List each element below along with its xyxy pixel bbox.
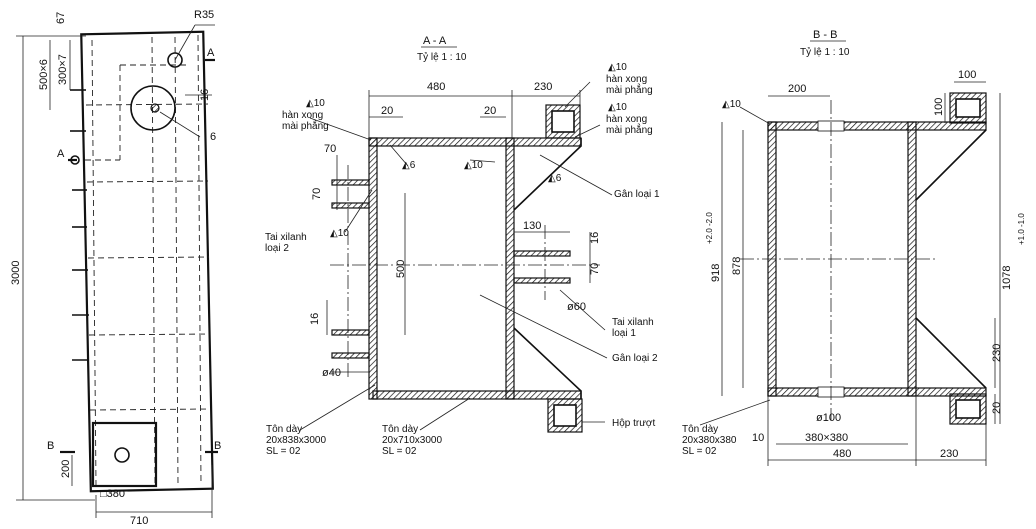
label-tai-xilanh-2: Tai xilanh	[265, 232, 307, 243]
note-han-xong-1: hàn xong	[606, 74, 647, 85]
dim-16-left: 16	[309, 313, 321, 325]
note-mai-phang-3: mài phẳng	[282, 119, 329, 132]
label-hop-truot: Hộp trượt	[612, 418, 655, 429]
left-elevation-view: 67 R35 500×6 300×7 16 6 3000 200 □380 71…	[10, 9, 221, 527]
section-b-left: B	[47, 440, 54, 452]
dim-918: 918	[710, 264, 722, 282]
plate1-qty: SL = 02	[266, 446, 301, 457]
dim-500: 500	[395, 260, 407, 278]
dim-phi40: ø40	[322, 367, 341, 379]
dim-3000: 3000	[10, 261, 22, 285]
dim-20: 20	[991, 402, 1003, 414]
dim-70-top: 70	[324, 143, 336, 155]
weld-symbol-6-left: ◭6	[402, 160, 416, 171]
weld-symbol-tr2: ◭10	[608, 102, 627, 113]
note-han-xong-3: hàn xong	[282, 110, 323, 121]
dim-710: 710	[130, 515, 148, 527]
dim-878: 878	[731, 257, 743, 275]
dim-380x380: 380×380	[805, 432, 848, 444]
plate1-size: 20x838x3000	[266, 435, 326, 446]
dim-70-right: 70	[589, 263, 601, 275]
section-a-top: A	[207, 47, 215, 59]
section-aa-view: A - A Tỷ lệ 1 : 10	[265, 35, 660, 457]
dim-67: 67	[55, 12, 67, 24]
dim-20-right: 20	[484, 105, 496, 117]
section-aa-title: A - A	[423, 35, 447, 47]
label-loai-2: loại 2	[265, 243, 289, 254]
dim-16-right: 16	[589, 232, 601, 244]
dim-phi60: ø60	[567, 301, 586, 313]
dim-130: 130	[523, 220, 541, 232]
dim-sq380: □380	[100, 488, 125, 500]
dim-200: 200	[60, 460, 72, 478]
plate3-size: 20x380x380	[682, 435, 737, 446]
section-bb-view: B - B Tỷ lệ 1 : 10 100 200	[682, 29, 1026, 466]
weld-6: 6	[210, 131, 216, 143]
dim-200: 200	[788, 83, 806, 95]
tol-1078: +1.0 -1.0	[1017, 213, 1026, 245]
tol-918: +2.0 -2.0	[705, 212, 714, 244]
dim-phi100: ø100	[816, 412, 841, 424]
plate2-name: Tôn dày	[382, 424, 418, 435]
section-bb-title: B - B	[813, 29, 837, 41]
dim-230-right: 230	[991, 344, 1003, 362]
section-aa-scale: Tỷ lệ 1 : 10	[417, 51, 467, 63]
dim-70-side: 70	[311, 188, 323, 200]
dim-r35: R35	[194, 9, 214, 21]
label-gan-loai-1: Gân loại 1	[614, 189, 660, 200]
dim-480: 480	[427, 81, 445, 93]
weld-symbol-tr1: ◭10	[608, 62, 627, 73]
weld-symbol-6-right: ◭6	[548, 173, 562, 184]
dim-100-side: 100	[933, 98, 945, 116]
label-loai-1: loại 1	[612, 328, 636, 339]
weld-symbol-bb: ◭10	[722, 99, 741, 110]
base-plate	[91, 421, 158, 488]
dim-20-left: 20	[381, 105, 393, 117]
section-a-left: A	[57, 148, 65, 160]
plate3-name: Tôn dày	[682, 424, 718, 435]
note-han-xong-2: hàn xong	[606, 114, 647, 125]
dim-300x7: 300×7	[57, 54, 69, 85]
dim-230: 230	[534, 81, 552, 93]
plate1-name: Tôn dày	[266, 424, 302, 435]
dim-480-bb: 480	[833, 448, 851, 460]
plate3-qty: SL = 02	[682, 446, 717, 457]
note-mai-phang-1: mài phẳng	[606, 83, 653, 96]
dim-10: 10	[752, 432, 764, 444]
plate2-qty: SL = 02	[382, 446, 417, 457]
weld-symbol-left: ◭10	[306, 98, 325, 109]
label-tai-xilanh-1: Tai xilanh	[612, 317, 654, 328]
weld-symbol-tai: ◭10	[330, 228, 349, 239]
weld-symbol-mid: ◭10	[464, 160, 483, 171]
label-gan-loai-2: Gân loại 2	[612, 353, 658, 364]
column-outline	[80, 30, 214, 493]
section-bb-scale: Tỷ lệ 1 : 10	[800, 46, 850, 58]
dim-100-top: 100	[958, 69, 976, 81]
lug-circle	[130, 85, 176, 131]
dim-230-bottom: 230	[940, 448, 958, 460]
dim-1078: 1078	[1001, 266, 1013, 290]
section-b-right: B	[214, 440, 221, 452]
note-mai-phang-2: mài phẳng	[606, 123, 653, 136]
dim-500x6: 500×6	[38, 59, 50, 90]
dim-16: 16	[199, 89, 211, 101]
plate2-size: 20x710x3000	[382, 435, 442, 446]
